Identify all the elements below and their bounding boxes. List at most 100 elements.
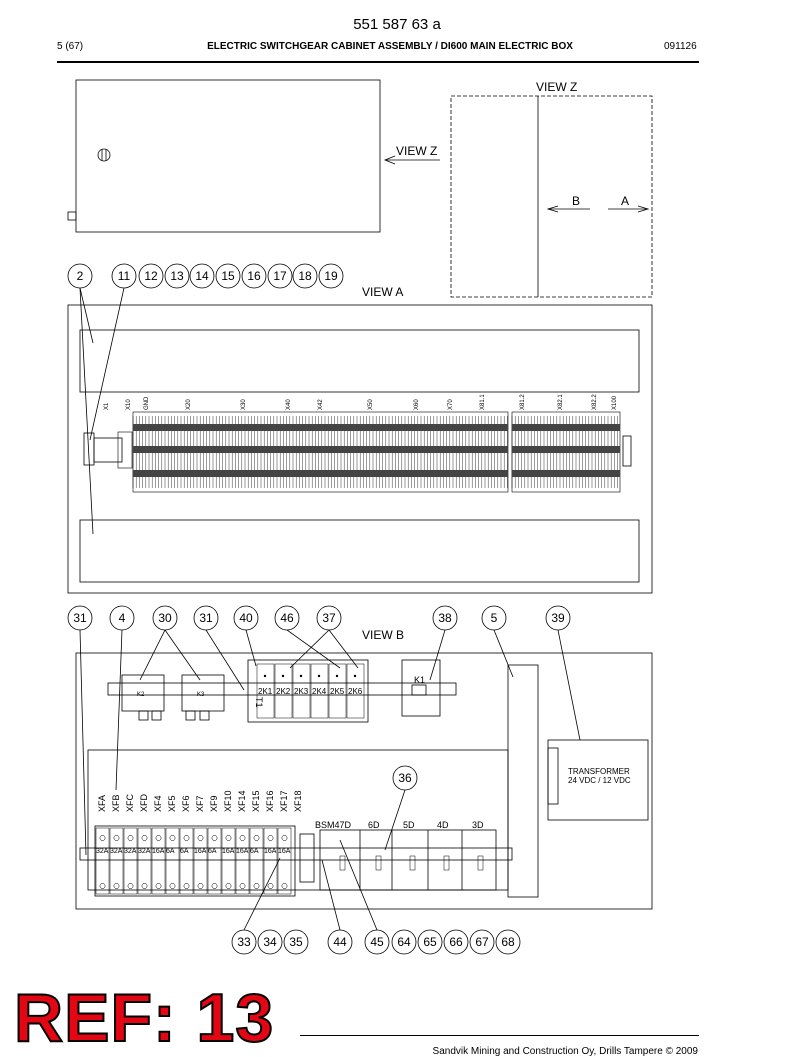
callout-bottom: 66 xyxy=(449,935,463,949)
callout-mid: 31 xyxy=(73,611,87,625)
callout-circle xyxy=(316,605,342,631)
callout-circle xyxy=(364,929,390,955)
callout-circle xyxy=(292,263,318,289)
callout-top: 19 xyxy=(324,269,338,283)
relay-slot xyxy=(346,663,365,719)
bsm-label: 3D xyxy=(472,820,484,830)
callout-mid: 40 xyxy=(239,611,253,625)
fuse-label: XF9 xyxy=(209,795,219,812)
callout-circle xyxy=(67,605,93,631)
page-title: ELECTRIC SWITCHGEAR CABINET ASSEMBLY / D… xyxy=(207,41,573,52)
callout-circle xyxy=(392,765,418,791)
date-code: 091126 xyxy=(664,41,697,52)
din-rail-bottom xyxy=(79,847,513,861)
callout-mid: 31 xyxy=(199,611,213,625)
fuse-rating: 32A xyxy=(110,848,123,855)
callout-top: 12 xyxy=(144,269,158,283)
view-b-label: VIEW B xyxy=(362,628,404,642)
bsm-label: 6D xyxy=(368,820,380,830)
fuse-slot xyxy=(123,827,138,895)
terminal-row xyxy=(512,470,620,477)
terminal-label: X70 xyxy=(448,399,454,410)
terminal-row xyxy=(512,424,620,431)
cable-duct-bottom xyxy=(79,519,640,583)
relay-slot xyxy=(310,663,329,719)
fuse-label: XF4 xyxy=(153,795,163,812)
terminal-label: X10 xyxy=(126,399,132,410)
terminal-label: X1 xyxy=(104,402,110,410)
fuse-label: XFC xyxy=(125,793,135,812)
bsm-indicator xyxy=(477,855,484,871)
callout-circle xyxy=(138,263,164,289)
callout-mid: 4 xyxy=(119,611,126,625)
terminal-label: X100 xyxy=(612,395,618,410)
callout-circle xyxy=(432,605,458,631)
callout-circle xyxy=(274,605,300,631)
terminal-row xyxy=(133,470,508,477)
callout-circle xyxy=(318,263,344,289)
relay-label: 2K5 xyxy=(330,687,345,696)
component-details xyxy=(95,663,484,895)
contactor-k1-label: K1 xyxy=(414,675,425,685)
callout-circle xyxy=(111,263,137,289)
terminal-label: X42 xyxy=(318,399,324,410)
bsm-indicator xyxy=(443,855,450,871)
fuse-slot xyxy=(193,827,208,895)
cable-duct-vertical xyxy=(507,664,539,898)
terminal-label: GND xyxy=(144,396,150,410)
cabinet-side-view xyxy=(75,79,381,233)
callout-bottom: 64 xyxy=(397,935,411,949)
view-z-arrow-label: VIEW Z xyxy=(396,144,437,158)
relay-label: 2K3 xyxy=(294,687,309,696)
fuse-rating: 16A xyxy=(236,848,249,855)
callout-circle xyxy=(469,929,495,955)
relay-slot xyxy=(274,663,293,719)
fuse-slot xyxy=(207,827,222,895)
bsm-label: BSM47D xyxy=(315,820,352,830)
fuse-slot xyxy=(151,827,166,895)
callout-top: 16 xyxy=(247,269,261,283)
callout-top: 15 xyxy=(221,269,235,283)
fuse-slot xyxy=(179,827,194,895)
callout-bottom: 68 xyxy=(501,935,515,949)
callout-circle xyxy=(109,605,135,631)
terminal-row xyxy=(512,446,620,453)
callout-circle xyxy=(481,605,507,631)
callout-circle xyxy=(193,605,219,631)
terminal-label: X82.1 xyxy=(558,394,564,410)
callout-circle xyxy=(152,605,178,631)
header-rule xyxy=(57,61,699,63)
fuse-rating: 6A xyxy=(208,848,217,855)
din-rail-top xyxy=(107,682,457,696)
view-z-label: VIEW Z xyxy=(536,80,577,94)
transformer-label: TRANSFORMER xyxy=(568,767,630,776)
bsm-indicator xyxy=(339,855,346,871)
callout-circle xyxy=(257,929,283,955)
terminal-label: X50 xyxy=(368,399,374,410)
callout-circle xyxy=(233,605,259,631)
relay-label: 2K4 xyxy=(312,687,327,696)
fuse-label: XF18 xyxy=(293,790,303,812)
fuse-rating: 16A xyxy=(278,848,291,855)
callout-bottom: 67 xyxy=(475,935,489,949)
fuse-label: XF16 xyxy=(265,790,275,812)
callout-circle xyxy=(189,263,215,289)
fuse-slot xyxy=(235,827,250,895)
callout-top: 13 xyxy=(170,269,184,283)
fuse-slot xyxy=(137,827,152,895)
callout-circle xyxy=(241,263,267,289)
callout-circle xyxy=(417,929,443,955)
callout-top: 18 xyxy=(298,269,312,283)
relay-slot xyxy=(292,663,311,719)
fuse-slot xyxy=(221,827,236,895)
callout-bottom: 65 xyxy=(423,935,437,949)
callout-mid: 5 xyxy=(491,611,498,625)
callout-circle xyxy=(545,605,571,631)
callout-36: 36 xyxy=(398,771,412,785)
callout-bottom: 44 xyxy=(333,935,347,949)
callout-top: 11 xyxy=(118,269,131,283)
bsm-indicator xyxy=(409,855,416,871)
fuse-rating: 16A xyxy=(222,848,235,855)
reference-stamp: REF: 13 xyxy=(13,980,275,1056)
arrow-b-label: B xyxy=(572,194,580,208)
